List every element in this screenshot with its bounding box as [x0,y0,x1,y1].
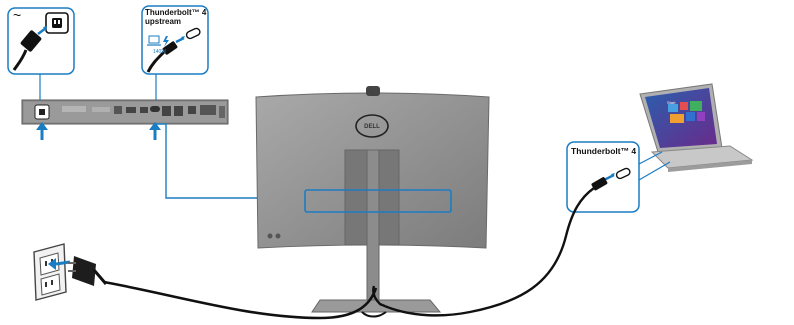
power-watt-label: 140W [153,49,166,55]
tb-laptop-label: Thunderbolt™ 4 [571,147,641,156]
webcam [366,86,380,96]
power-outlet-icon [34,244,66,300]
laptop [640,84,752,172]
tb-upstream-label: Thunderbolt™ 4 upstream [145,8,207,26]
dell-logo-text: DELL [357,124,387,130]
monitor-io-panel [22,100,228,124]
power-symbol-label: ~ [13,11,21,20]
monitor-stand-base [312,300,440,312]
monitor [256,86,489,312]
laptop-screen-text: Start [667,100,675,105]
panel-arrows [36,122,161,140]
